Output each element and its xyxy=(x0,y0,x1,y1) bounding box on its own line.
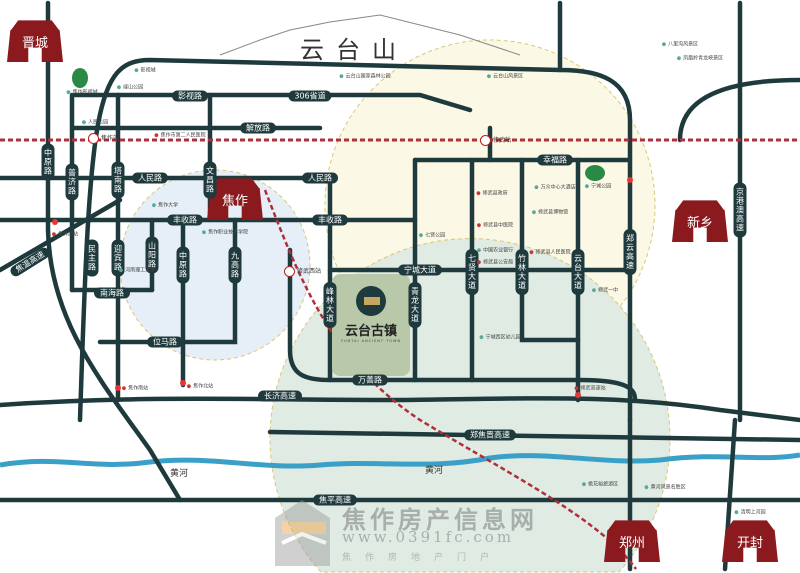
poi[interactable]: 黄河风景名胜区 xyxy=(644,484,686,491)
road-zhulin xyxy=(519,157,581,343)
poi[interactable]: 修武高速站 xyxy=(574,385,606,392)
poi[interactable]: 修武县人民医院 xyxy=(529,249,571,256)
city-label: 焦作 xyxy=(221,194,248,209)
road-label: 七贤大道 xyxy=(465,249,479,295)
station-label: 修武站 xyxy=(493,137,512,144)
poi[interactable]: 缝山公园 xyxy=(117,84,143,91)
watermark-url: www.0391fc.com xyxy=(342,528,515,546)
river-label: 黄河 xyxy=(425,466,444,476)
road-label: 南海路 xyxy=(94,287,130,299)
city-label: 新乡 xyxy=(686,216,713,231)
city-jincheng[interactable]: 晋城 xyxy=(7,18,63,62)
road-label: 青龙大道 xyxy=(408,282,422,328)
road-label: 文昌路 xyxy=(203,161,217,199)
poi[interactable]: 修武县中医院 xyxy=(477,222,513,229)
highway-exits xyxy=(52,177,633,398)
poi[interactable]: 焦作北站 xyxy=(187,383,213,390)
yellow-river xyxy=(0,452,800,469)
poi[interactable]: 焦作影视城 xyxy=(66,89,98,96)
poi[interactable]: 清明上河园 xyxy=(734,509,766,516)
poi[interactable]: 万众中心大酒店 xyxy=(534,184,576,191)
road-label: 普济路 xyxy=(65,163,79,201)
city-zhengzhou[interactable]: 郑州 xyxy=(604,518,660,562)
poi[interactable]: 宁城西区幼儿园 xyxy=(479,334,521,341)
poi[interactable]: 焦作西站 xyxy=(52,231,78,238)
road-label: 长济高速 xyxy=(258,390,302,402)
poi[interactable]: 凤凰岭青龙峡景区 xyxy=(677,55,723,62)
city-kaifeng[interactable]: 开封 xyxy=(722,518,778,562)
road-zhengjiao xyxy=(267,429,800,443)
road-label: 万善路 xyxy=(352,374,388,386)
park-icon xyxy=(72,68,88,88)
poi[interactable]: 焦作市第二人民医院 xyxy=(154,132,206,139)
project-logo-icon xyxy=(356,286,386,316)
road-label: 山阳路 xyxy=(145,236,159,274)
poi[interactable]: 修武县公安局 xyxy=(477,259,513,266)
road-label: 云台大道 xyxy=(571,249,585,295)
road-label: 九高路 xyxy=(228,246,242,284)
poi[interactable]: 云台山风景区 xyxy=(487,73,523,80)
mountain-label: 云台山 xyxy=(300,36,408,64)
train-icon xyxy=(480,135,491,146)
poi[interactable]: 修武县政府 xyxy=(476,190,508,197)
watermark-title: 焦作房产信息网 xyxy=(342,506,538,534)
road-northeast xyxy=(677,77,800,143)
project-yuntai-ancient-town[interactable]: 云台古镇 YUNTAI ANCIENT TOWN xyxy=(332,274,410,376)
poi[interactable]: 中国农业银行 xyxy=(477,247,513,254)
station-label: 焦作站 xyxy=(101,135,120,142)
poi[interactable]: 焦作职业技术学院 xyxy=(202,229,248,236)
city-label: 晋城 xyxy=(21,36,48,51)
road-label: 解放路 xyxy=(240,122,276,134)
road-label: 丰收路 xyxy=(312,214,348,226)
road-label: 郑焦晋高速 xyxy=(464,429,516,441)
road-label: 位马路 xyxy=(147,336,183,348)
railways xyxy=(0,138,800,570)
river-label: 黄河 xyxy=(170,469,189,479)
road-label: 幸福路 xyxy=(537,154,573,166)
city-label: 开封 xyxy=(736,536,763,551)
station-label: 修武西站 xyxy=(297,268,322,275)
road-label: 丰收路 xyxy=(167,214,203,226)
road-label: 人民路 xyxy=(132,172,168,184)
road-label: 郑云高速 xyxy=(623,229,637,275)
station-jiaozuo[interactable]: 焦作站 xyxy=(88,133,119,144)
house-logo-icon xyxy=(275,500,330,566)
poi[interactable]: 八里沟风景区 xyxy=(662,41,698,48)
station-xiuwu[interactable]: 修武站 xyxy=(480,135,511,146)
road-label: 焦平高速 xyxy=(313,494,357,506)
train-icon xyxy=(284,266,295,277)
poi[interactable]: 修武一中 xyxy=(592,287,618,294)
project-name: 云台古镇 xyxy=(344,324,397,339)
road-label: 中原路 xyxy=(41,143,55,181)
city-label: 郑州 xyxy=(618,536,645,551)
poi[interactable]: 影视城 xyxy=(134,67,156,74)
road-label: 宁城大道 xyxy=(398,264,442,276)
poi[interactable]: 焦作南站 xyxy=(122,385,148,392)
watermark-slogan: 焦作房地产门户 xyxy=(342,553,504,563)
road-label: 塔南路 xyxy=(111,161,125,199)
city-xinxiang[interactable]: 新乡 xyxy=(672,198,728,242)
road-label: 峰林大道 xyxy=(323,282,337,328)
poi[interactable]: 焦作大学 xyxy=(152,202,178,209)
poi[interactable]: 桃花峪旅游区 xyxy=(582,481,618,488)
road-label: 民主路 xyxy=(85,239,99,277)
poi[interactable]: 七贤公园 xyxy=(419,232,445,239)
train-icon xyxy=(88,133,99,144)
road-north-ring xyxy=(77,57,633,423)
mountain-art xyxy=(219,14,521,56)
park-icon xyxy=(585,165,605,181)
poi[interactable]: 宁城公园 xyxy=(585,183,611,190)
road-label: 竹林大道 xyxy=(515,249,529,295)
poi[interactable]: 修武县博物馆 xyxy=(532,209,568,216)
road-label: 京港澳高速 xyxy=(733,182,747,238)
road-label: 中原路 xyxy=(176,246,190,284)
road-label: 306省道 xyxy=(288,90,332,102)
poi[interactable]: 云台山国家森林公园 xyxy=(339,73,391,80)
project-english-name: YUNTAI ANCIENT TOWN xyxy=(340,339,402,343)
poi[interactable]: 河南理工大学 xyxy=(119,267,155,274)
station-xiuwu-west[interactable]: 修武西站 xyxy=(284,266,321,277)
road-label: 人民路 xyxy=(302,172,338,184)
road-label: 影视路 xyxy=(172,90,208,102)
poi[interactable]: 人民公园 xyxy=(82,119,108,126)
